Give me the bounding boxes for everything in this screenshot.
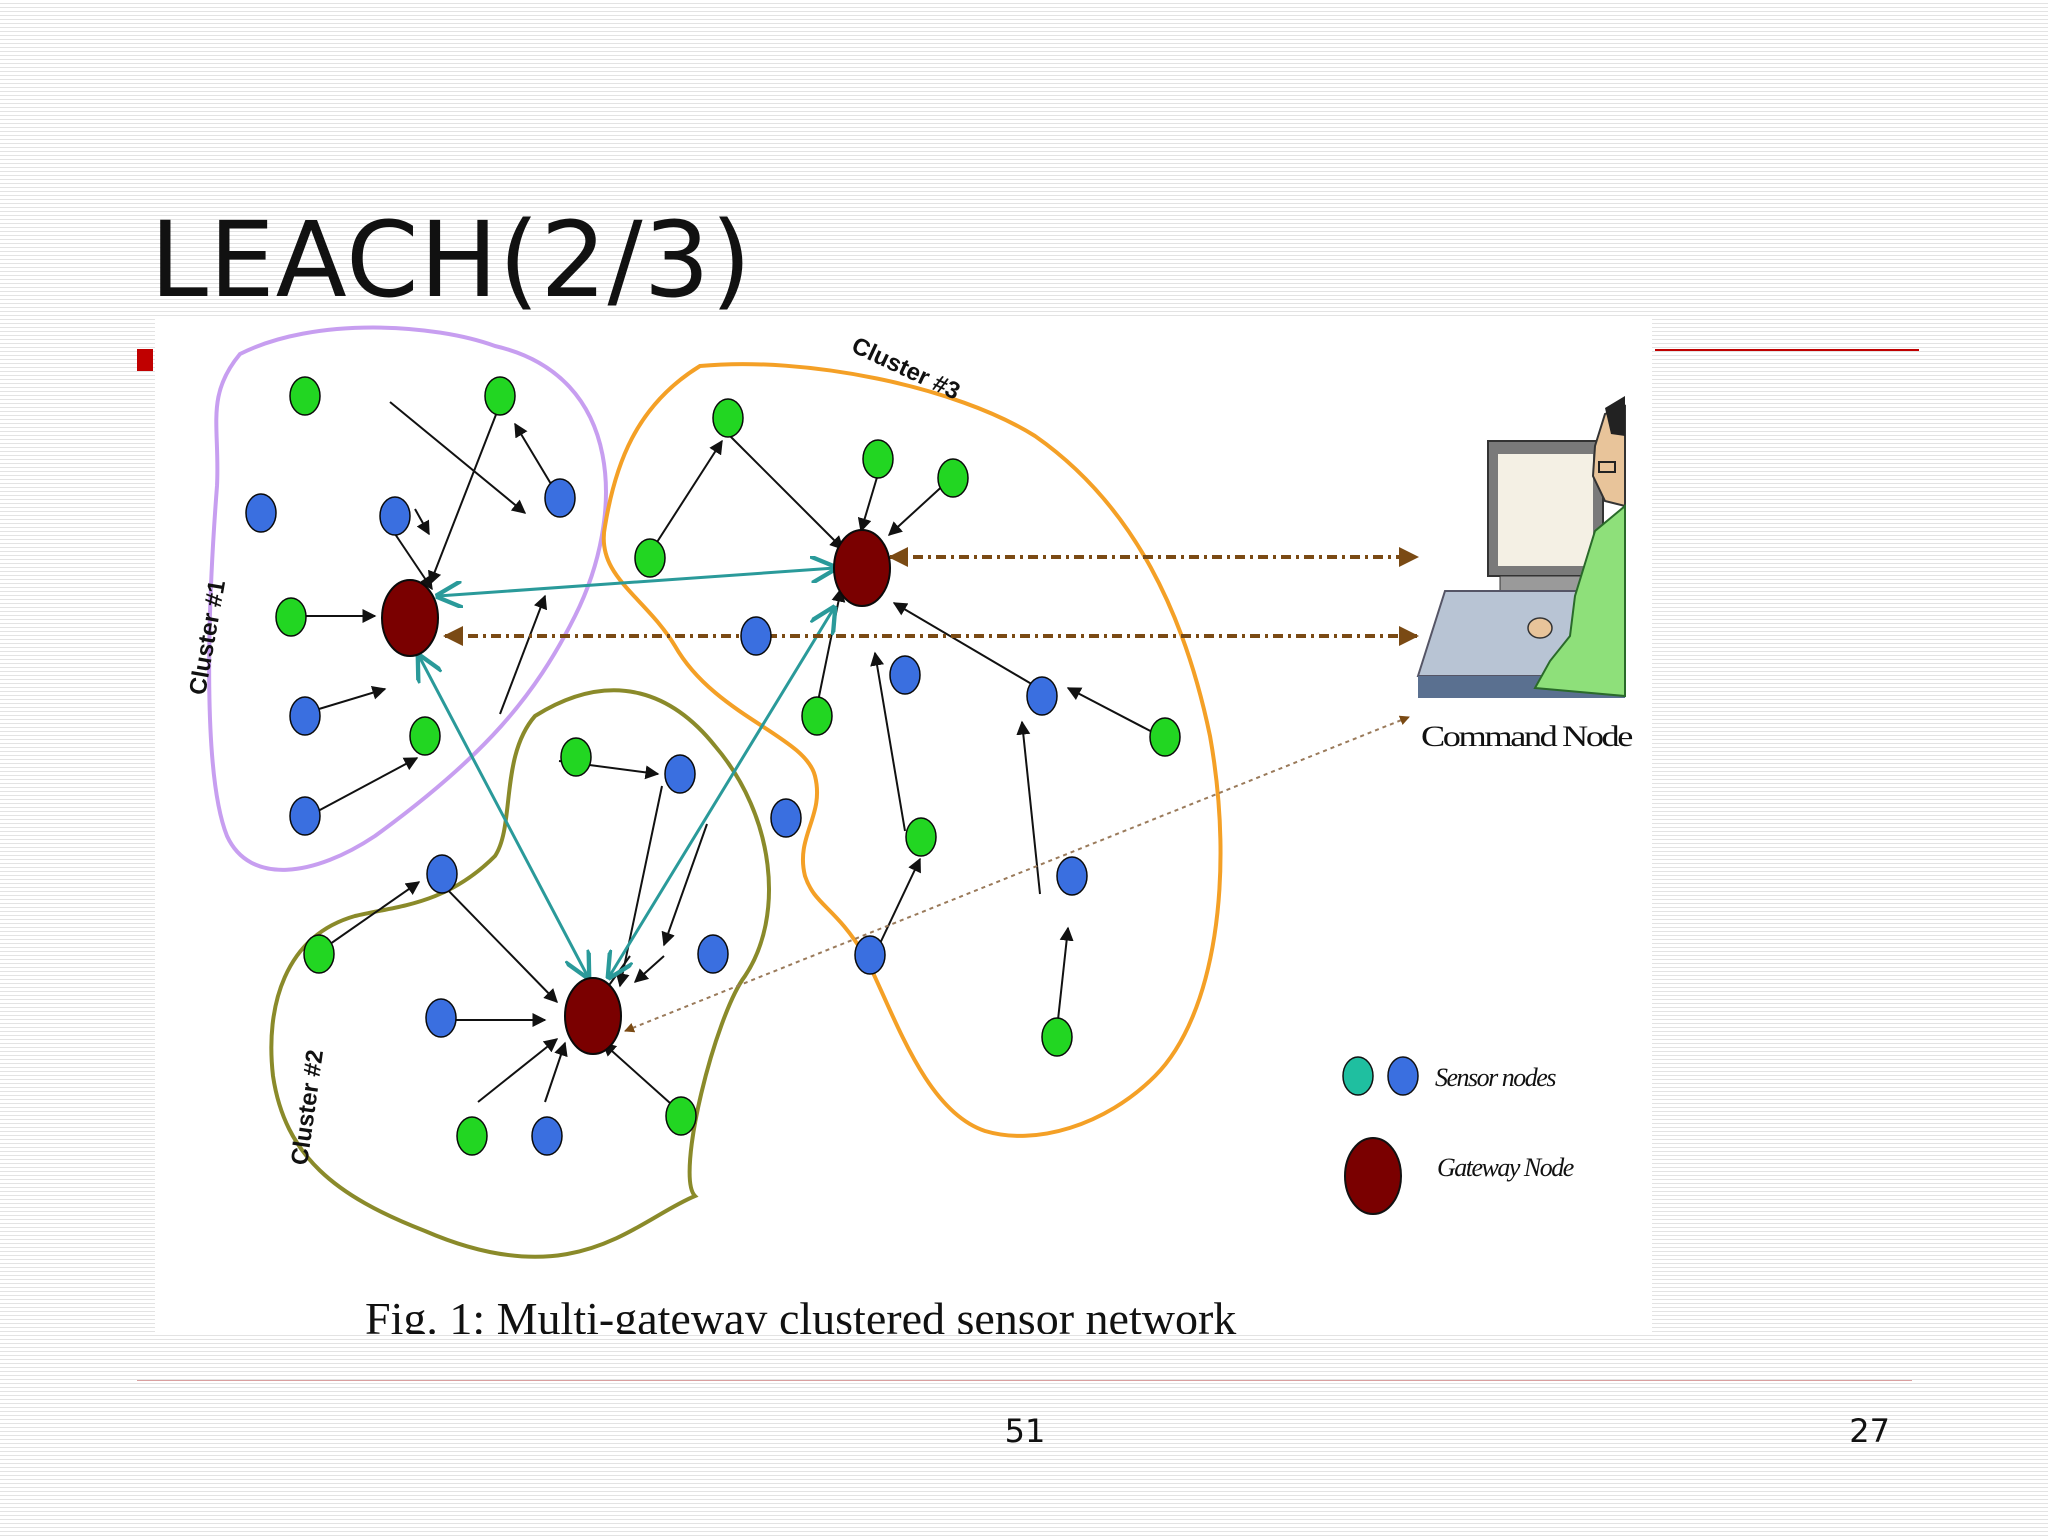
command-node-label: Command Node xyxy=(1421,720,1633,753)
slide-title: LEACH(2/3) xyxy=(150,199,753,321)
footer-divider xyxy=(137,1380,1912,1381)
cluster-3-label: Cluster #3 xyxy=(847,332,964,406)
sensor-nodes-blue xyxy=(245,478,1088,1156)
cluster-1-label: Cluster #1 xyxy=(184,578,231,697)
figure-caption: Fig. 1: Multi-gateway clustered sensor n… xyxy=(365,1293,1236,1334)
network-figure: Cluster #1 Cluster #2 Cluster #3 xyxy=(155,316,1652,1334)
title-underline xyxy=(1655,349,1919,351)
bullet-marker xyxy=(137,349,153,371)
legend-gateway-swatch xyxy=(1344,1137,1402,1215)
legend-sensor-blue-swatch xyxy=(1387,1056,1419,1096)
legend-sensor-green-swatch xyxy=(1342,1056,1374,1096)
legend: Sensor nodes Gateway Node xyxy=(1342,1056,1575,1215)
legend-gateway-label: Gateway Node xyxy=(1437,1153,1574,1182)
legend-sensor-label: Sensor nodes xyxy=(1435,1063,1556,1092)
gateway-nodes xyxy=(381,529,891,1055)
sensor-nodes-green xyxy=(275,376,1181,1156)
command-node-illustration xyxy=(1416,396,1626,698)
cluster-2-label: Cluster #2 xyxy=(286,1048,329,1167)
page-number: 27 xyxy=(1849,1412,1890,1450)
footer-number: 51 xyxy=(1004,1412,1046,1450)
